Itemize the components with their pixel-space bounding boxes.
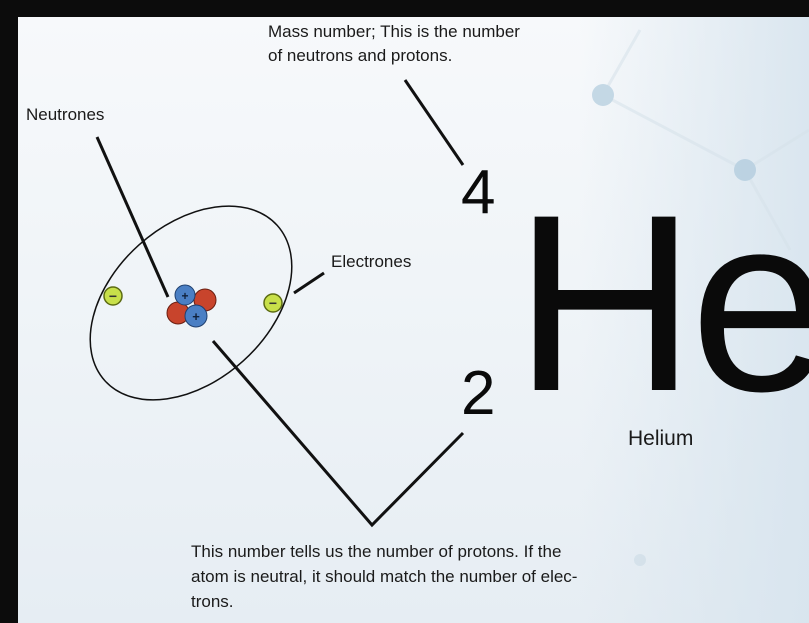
electron-right: − bbox=[263, 293, 283, 313]
element-symbol: He bbox=[514, 163, 809, 444]
mass-number-pointer-line bbox=[403, 79, 465, 166]
electron-orbit bbox=[89, 205, 293, 401]
mass-number-caption-line-2: of neutrons and protons. bbox=[268, 46, 453, 65]
atomic-number-pointer-line bbox=[211, 340, 465, 528]
electrones-pointer-line bbox=[293, 271, 325, 295]
electron-left: − bbox=[103, 286, 123, 306]
atomic-number-caption-line-1: This number tells us the number of proto… bbox=[191, 542, 562, 561]
proton-charge-label: + bbox=[181, 289, 188, 303]
nucleus: + + bbox=[166, 284, 217, 328]
mass-number-caption-line-1: Mass number; This is the number bbox=[268, 22, 520, 41]
electron-charge-label: − bbox=[269, 295, 277, 311]
neutrones-pointer-line bbox=[95, 136, 170, 298]
proton bbox=[174, 284, 196, 306]
electron-charge-label: − bbox=[109, 288, 117, 304]
atomic-number-caption-line-3: trons. bbox=[191, 592, 234, 611]
proton-charge-label: + bbox=[192, 309, 200, 324]
slide-panel bbox=[18, 17, 809, 623]
background-molecule-decoration bbox=[592, 29, 809, 566]
neutrones-label: Neutrones bbox=[26, 105, 105, 124]
electrones-label: Electrones bbox=[331, 252, 412, 271]
element-name: Helium bbox=[628, 427, 694, 450]
proton bbox=[184, 304, 208, 328]
mass-number: 4 bbox=[461, 158, 496, 227]
atomic-number-caption-line-2: atom is neutral, it should match the num… bbox=[191, 567, 578, 586]
atomic-number: 2 bbox=[461, 359, 496, 428]
background-shade bbox=[579, 17, 809, 623]
